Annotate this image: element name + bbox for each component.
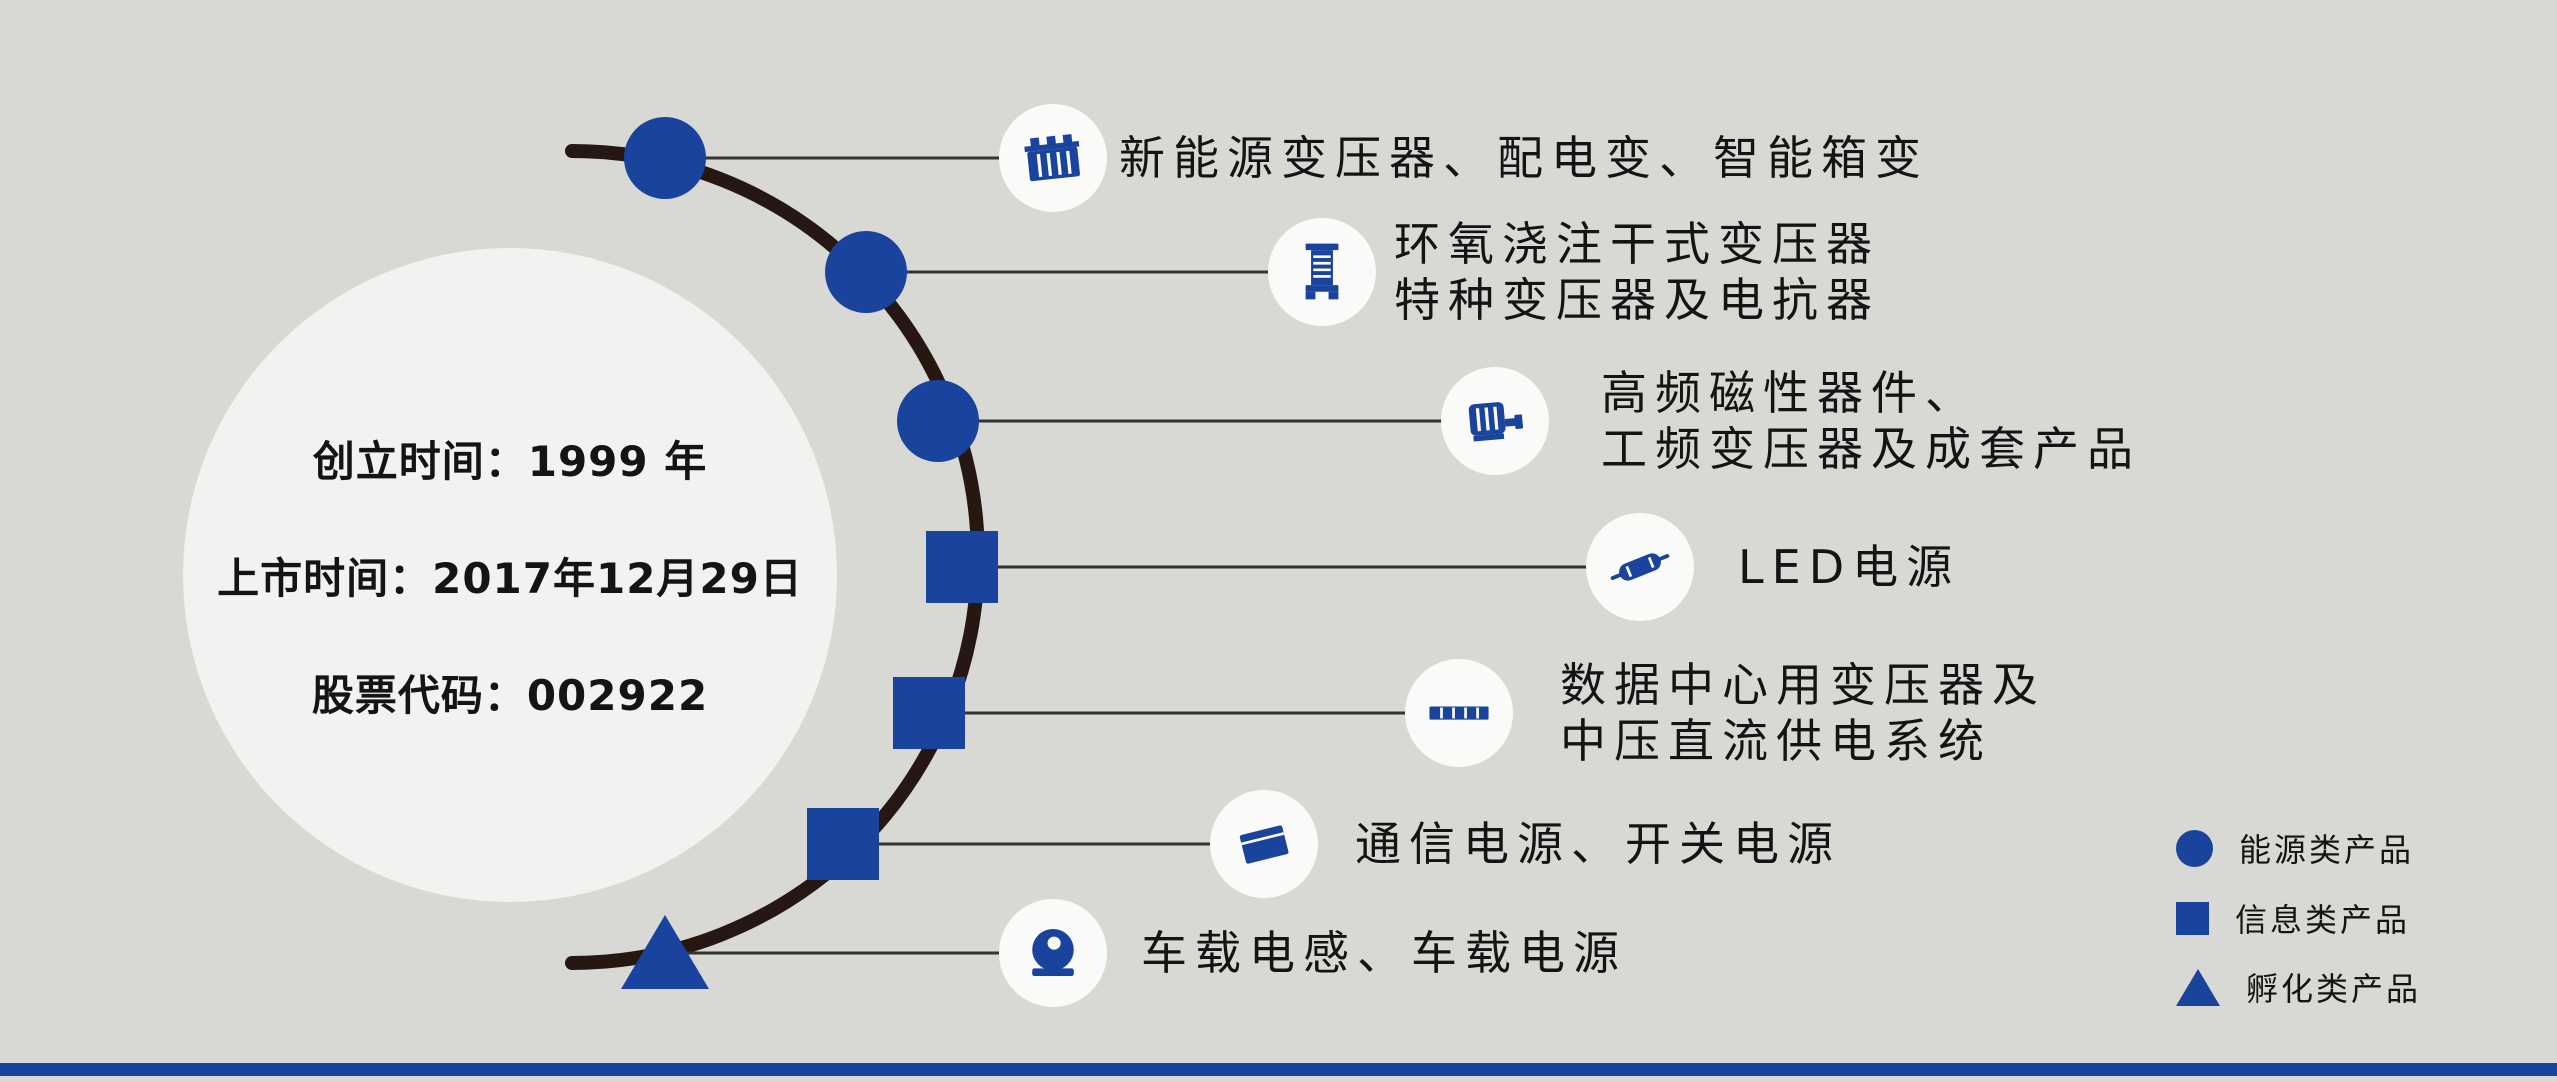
product-label-line: 数据中心用变压器及 [1560,658,2046,712]
product-label-line: 车载电感、车载电源 [1141,926,1627,980]
data-center-icon [1429,706,1489,720]
magnetic-device-icon [1468,402,1524,442]
dry-transformer-icon [1305,243,1339,300]
product-marker-circle-1 [624,117,706,199]
legend-label-energy: 能源类产品 [2239,831,2415,869]
comm-power-icon [1239,825,1289,864]
legend-label-incubation: 孵化类产品 [2246,970,2422,1008]
product-marker-square-5 [893,677,965,749]
product-label-2: 环氧浇注干式变压器 特种变压器及电抗器 [1394,216,1880,328]
founded-date: 创立时间：1999 年 [312,436,708,486]
product-icon-badge-5 [1405,659,1513,767]
product-label-line: 特种变压器及电抗器 [1394,273,1880,327]
product-marker-square-6 [807,808,879,880]
listing-date: 上市时间：2017年12月29日 [217,553,803,603]
product-label-line: LED电源 [1738,540,1961,594]
product-label-line: 通信电源、开关电源 [1355,817,1841,871]
product-label-1: 新能源变压器、配电变、智能箱变 [1119,130,1929,186]
legend-circle-marker [2176,829,2213,867]
product-label-4: LED电源 [1738,539,1960,595]
product-label-6: 通信电源、开关电源 [1355,816,1841,872]
box-transformer-icon [1024,134,1080,182]
company-info-circle: 创立时间：1999 年 上市时间：2017年12月29日 股票代码：002922 [183,248,837,902]
vehicle-inductor-icon [1032,928,1074,976]
product-icon-badge-2 [1268,218,1376,326]
product-marker-circle-3 [897,380,979,462]
product-label-line: 工频变压器及成套产品 [1601,422,2141,476]
product-marker-square-4 [926,531,998,603]
product-label-line: 高频磁性器件、 [1601,366,1979,420]
legend-triangle-marker [2176,968,2220,1006]
product-icon-badge-4 [1586,513,1694,621]
legend-item-information: 信息类产品 [2176,896,2410,940]
product-label-line: 环氧浇注干式变压器 [1394,217,1880,271]
product-label-line: 中压直流供电系统 [1560,714,1992,768]
product-label-line: 新能源变压器、配电变、智能箱变 [1119,131,1929,185]
product-icon-badge-6 [1210,790,1318,898]
product-icon-badge-3 [1441,367,1549,475]
led-driver-icon [1610,553,1670,581]
product-icon-badge-1 [999,104,1107,212]
product-label-3: 高频磁性器件、 工频变压器及成套产品 [1601,365,2141,477]
stock-code: 股票代码：002922 [311,670,709,720]
bottom-accent-bar [0,1063,2557,1076]
product-label-7: 车载电感、车载电源 [1141,925,1627,981]
product-label-5: 数据中心用变压器及 中压直流供电系统 [1560,657,2046,769]
legend-item-energy: 能源类产品 [2176,826,2414,870]
product-marker-triangle-7 [621,915,709,989]
product-marker-circle-2 [825,231,907,313]
legend-label-information: 信息类产品 [2235,901,2411,939]
legend-square-marker [2176,901,2209,935]
product-icon-badge-7 [999,899,1107,1007]
legend-item-incubation: 孵化类产品 [2176,965,2421,1009]
